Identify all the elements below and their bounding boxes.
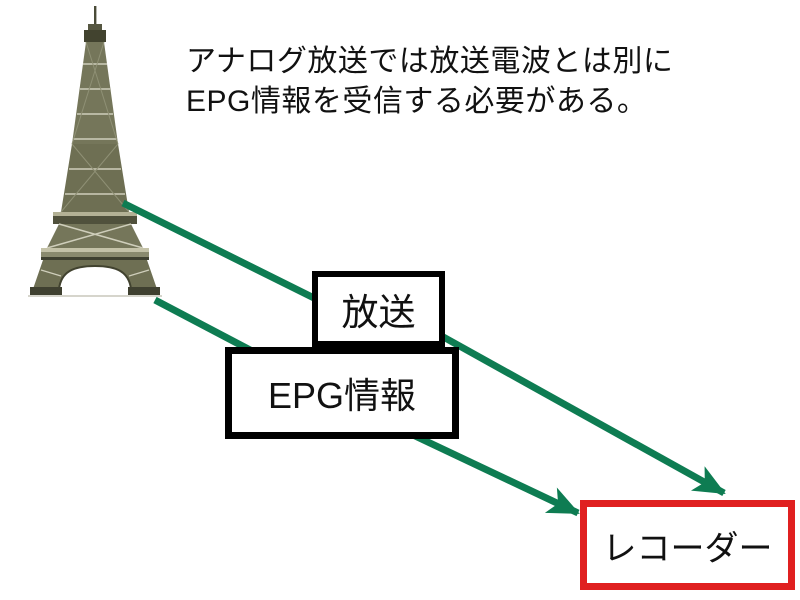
caption-line-1: アナログ放送では放送電波とは別に (186, 45, 674, 78)
caption-line-2: EPG情報を受信する必要がある。 (186, 85, 648, 118)
broadcast-label: 放送 (341, 292, 416, 333)
epg-signal-arrow (153, 296, 580, 517)
epg-info-label: EPG情報 (267, 375, 417, 416)
recorder-label: レコーダー (602, 529, 773, 568)
broadcast-tower-icon (28, 6, 162, 297)
caption: アナログ放送では放送電波とは別に EPG情報を受信する必要がある。 (186, 42, 673, 122)
broadcast-signal-arrow (121, 199, 726, 497)
broadcast-label-box: 放送 (312, 271, 445, 347)
tower-body (30, 6, 160, 295)
recorder-box: レコーダー (580, 500, 795, 590)
epg-info-label-box: EPG情報 (225, 347, 459, 439)
